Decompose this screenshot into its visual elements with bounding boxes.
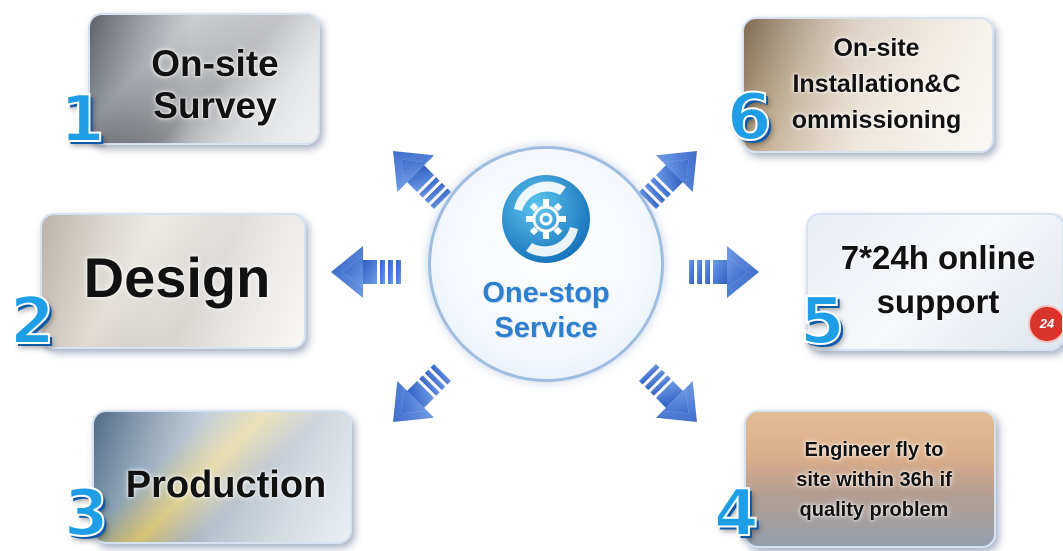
gear-icon [502, 175, 590, 263]
step-number-2: 2 [9, 285, 56, 359]
arrow-to-production [374, 354, 461, 441]
step-number-4: 4 [713, 477, 760, 551]
step-card-survey: On-site Survey [88, 13, 320, 145]
step-number-1: 1 [59, 83, 106, 157]
design-label: Design [83, 246, 271, 309]
production-label: Production [125, 464, 327, 506]
step-number-5: 5 [799, 285, 846, 359]
engineer-label-line-2: site within 36h if [796, 469, 952, 491]
support-label-line-1: 7*24h online [840, 239, 1036, 276]
step-card-installation: On-site Installation&C ommissioning [742, 17, 994, 153]
engineer-label-line-3: quality problem [799, 499, 949, 521]
installation-label-line-1: On-site [833, 34, 920, 62]
arrow-to-support [689, 246, 759, 298]
installation-label-line-3: ommissioning [791, 106, 962, 134]
step-card-design: Design [40, 213, 306, 349]
step-card-support: 7*24h online support 24 [806, 213, 1063, 351]
survey-label-line-1: On-site [151, 43, 279, 84]
survey-label-line-2: Survey [153, 85, 277, 126]
arrow-to-design [331, 246, 401, 298]
engineer-label-line-1: Engineer fly to [804, 439, 944, 461]
installation-label-line-2: Installation&C [792, 70, 961, 98]
step-card-engineer: Engineer fly to site within 36h if quali… [744, 410, 996, 548]
step-card-production: Production [92, 410, 352, 544]
one-stop-service-hub: One-stop Service [428, 146, 664, 382]
24h-badge-icon: 24 [1028, 305, 1062, 343]
support-label-line-2: support [876, 283, 1000, 320]
center-line-1: One-stop [482, 277, 610, 309]
step-number-3: 3 [63, 477, 110, 551]
step-number-6: 6 [726, 81, 773, 155]
arrow-to-engineer [629, 354, 716, 441]
center-line-2: Service [494, 312, 598, 344]
